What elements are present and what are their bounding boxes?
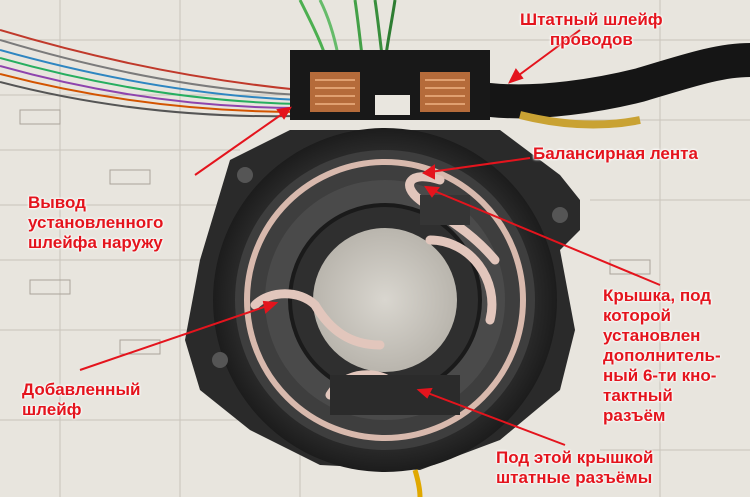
label-added-cable: Добавленный шлейф xyxy=(22,380,141,419)
annotation-arrows xyxy=(79,29,661,446)
cover-plate xyxy=(420,195,470,225)
outer-housing xyxy=(185,128,580,472)
factory-cable xyxy=(473,43,750,129)
label-cover-connector: Крышка, под которой установлен дополните… xyxy=(603,286,721,425)
yellow-wire xyxy=(412,469,423,497)
label-under-cover: Под этой крышкой штатные разъёмы xyxy=(496,448,654,487)
label-factory-cable: Штатный шлейф проводов xyxy=(520,10,663,49)
lower-cover-plate xyxy=(330,375,460,415)
connector-block xyxy=(290,50,490,120)
wire-bundle-left xyxy=(0,29,301,118)
label-output-cable: Вывод установленного шлейфа наружу xyxy=(28,193,164,252)
label-balancing-tape: Балансирная лента xyxy=(533,144,698,163)
